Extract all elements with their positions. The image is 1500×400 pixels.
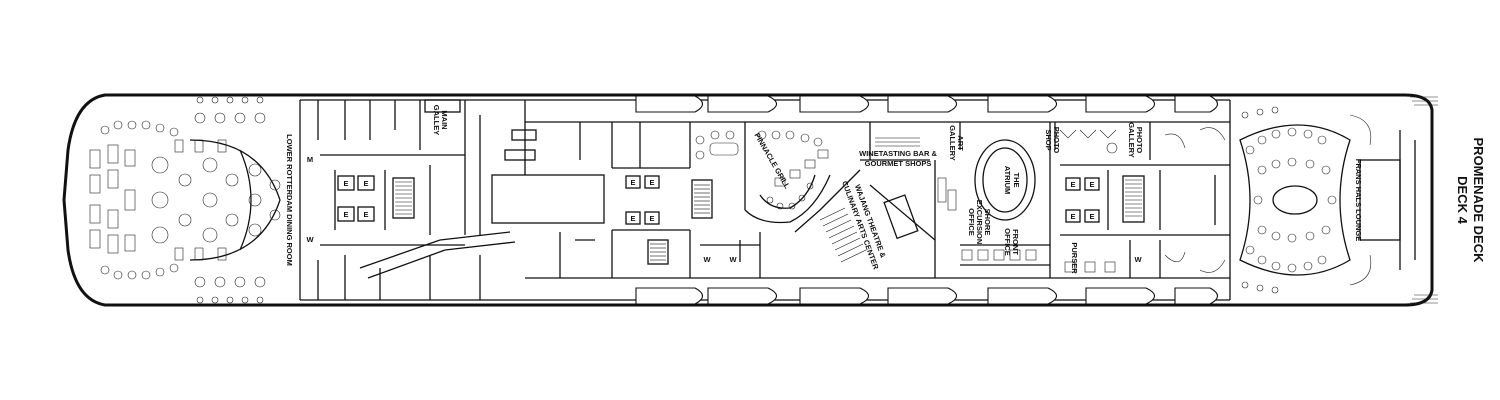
elevator-icon: E: [363, 179, 368, 188]
lifeboats-bottom: [635, 287, 1219, 305]
art-gallery-label-line1: ART: [956, 135, 965, 151]
deck-name-label: PROMENADE DECK: [1471, 138, 1486, 264]
elevator-icon: E: [630, 178, 635, 187]
purser-label: PURSER: [1070, 242, 1079, 274]
lifeboats-top: [635, 95, 1219, 113]
elevator-icon: E: [1070, 180, 1075, 189]
main-galley-label-line2: GALLEY: [432, 105, 441, 135]
women-restroom-icon: W: [703, 255, 711, 264]
main-galley-label-line1: MAIN: [440, 110, 449, 129]
women-restroom-icon: W: [306, 235, 314, 244]
pinnacle-grill-label: PINNACLE GRILL: [753, 131, 792, 190]
elevator-icon: E: [649, 214, 654, 223]
deck-number-label: DECK 4: [1455, 176, 1470, 224]
art-gallery-label-line2: GALLERY: [948, 125, 957, 161]
photo-shop-label-line1: PHOTO: [1052, 127, 1061, 154]
forward-elevators: E E E E M W: [306, 155, 415, 244]
women-restroom-icon: W: [1134, 255, 1142, 264]
front-office-label-line2: OFFICE: [1003, 228, 1012, 256]
shore-excursion-label-line1: SHORE: [983, 209, 992, 236]
shore-excursion-label-line2: EXCURSION: [975, 200, 984, 245]
lower-rotterdam-dining-room-label: LOWER ROTTERDAM DINING ROOM: [285, 134, 294, 266]
photo-shop-label-line2: SHOP: [1044, 129, 1053, 150]
photo-gallery-label-line1: PHOTO: [1135, 127, 1144, 154]
elevator-icon: E: [649, 178, 654, 187]
atrium-label-line2: ATRIUM: [1003, 166, 1012, 195]
galley-walls: [299, 99, 537, 300]
frans-hals-lounge-label: FRANS HALS LOUNGE: [1354, 159, 1363, 242]
atrium-area: ART GALLERY THE ATRIUM SHORE EXCURSION O…: [937, 122, 1051, 278]
elevator-icon: E: [1089, 212, 1094, 221]
photo-gallery-label-line2: GALLERY: [1127, 122, 1136, 158]
elevator-icon: E: [630, 214, 635, 223]
pinnacle-grill-area: PINNACLE GRILL: [695, 122, 831, 224]
men-restroom-icon: M: [307, 155, 313, 164]
dining-room-area: LOWER ROTTERDAM DINING ROOM: [89, 96, 294, 304]
hull-outline: [62, 93, 1438, 307]
atrium-label-line1: THE: [1012, 173, 1021, 188]
women-restroom-icon: W: [729, 255, 737, 264]
elevator-icon: E: [363, 210, 368, 219]
mid-forward-walls: [491, 122, 761, 278]
front-office-label-line1: FRONT: [1011, 229, 1020, 255]
mid-elevators: E E E E W W: [625, 175, 737, 265]
winetasting-bar-label-line2: GOURMET SHOPS: [865, 159, 932, 168]
shore-excursion-label-line3: OFFICE: [967, 208, 976, 236]
winetasting-bar-label-line1: WINETASTING BAR &: [859, 149, 937, 158]
elevator-icon: E: [1070, 212, 1075, 221]
elevator-icon: E: [343, 210, 348, 219]
aft-shops-area: E E E E W PHOTO SHOP PHOTO GALLERY PURSE…: [1044, 100, 1231, 300]
elevator-icon: E: [1089, 180, 1094, 189]
elevator-icon: E: [343, 179, 348, 188]
frans-hals-lounge-area: FRANS HALS LOUNGE: [1199, 106, 1416, 294]
